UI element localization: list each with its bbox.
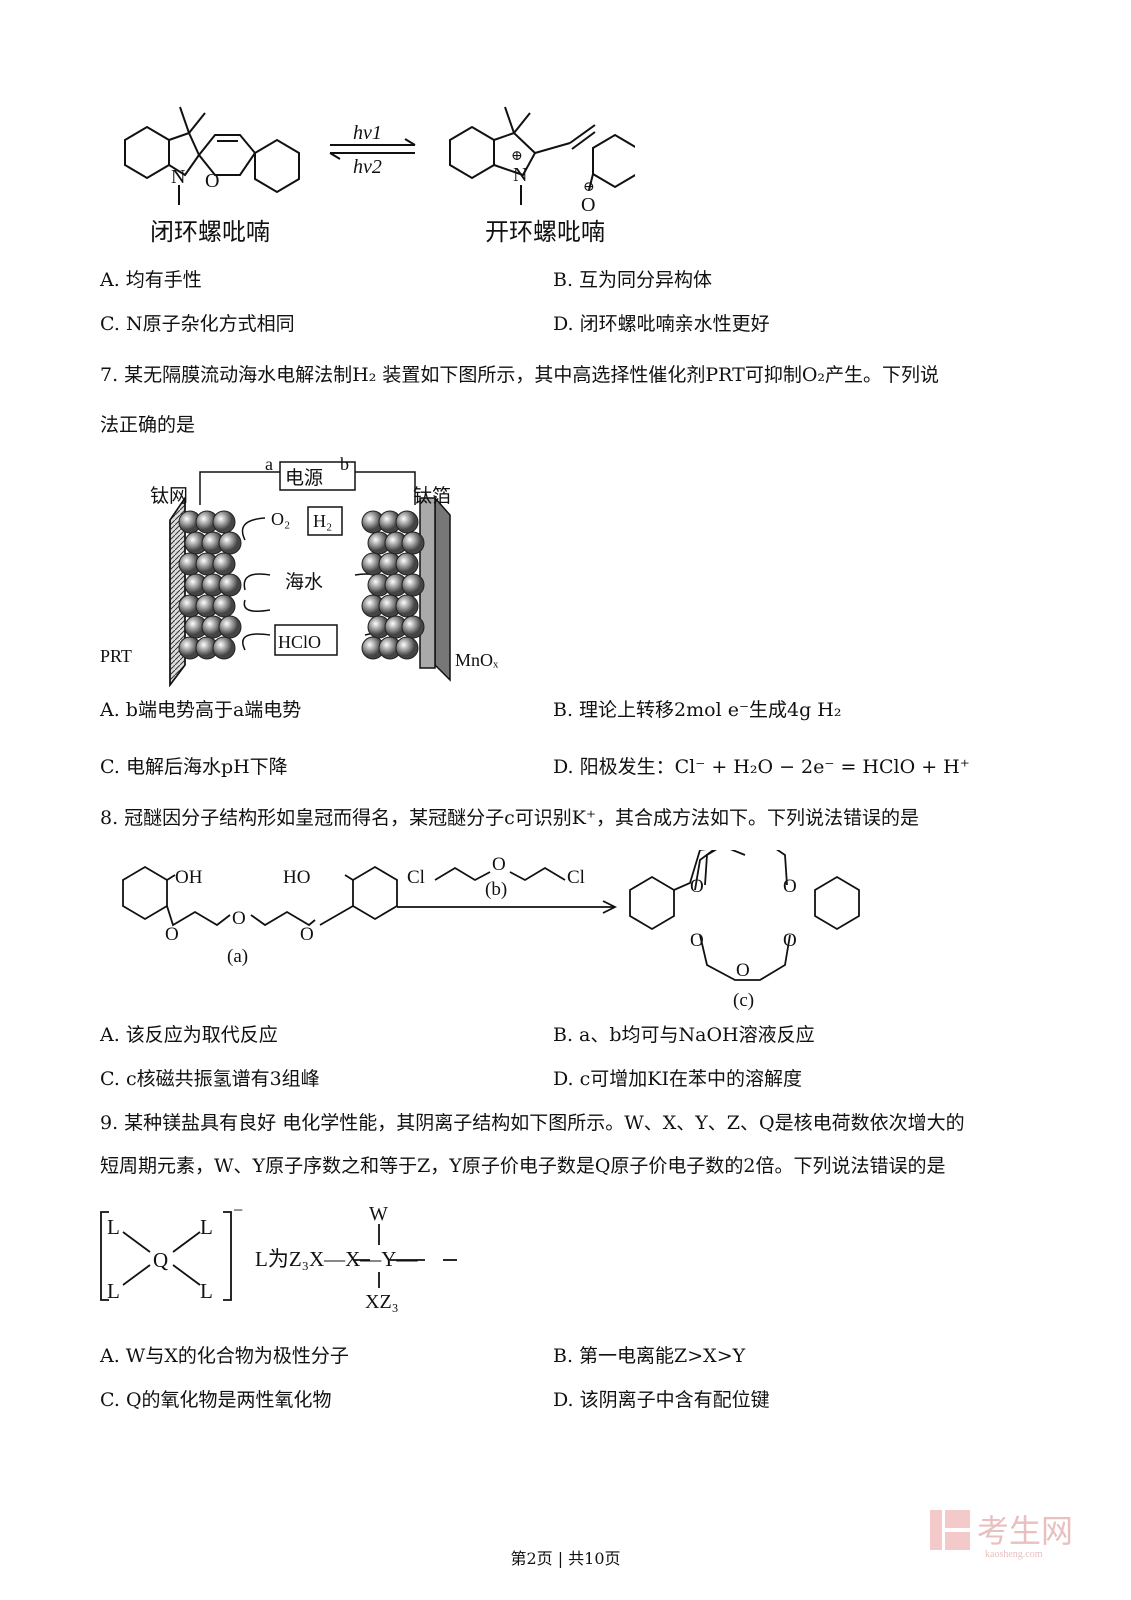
catalyst-particle xyxy=(218,615,242,639)
ligand-definition: L为Z₃X—X—Y— xyxy=(255,1247,418,1271)
catalyst-particle xyxy=(218,573,242,597)
catalyst-particle xyxy=(401,615,425,639)
oxygen-label: O xyxy=(300,924,314,945)
electrolysis-apparatus-diagram: a b 电源 钛网 钛箔 O₂ H₂ 海水 HClO PRT MnOₓ xyxy=(100,454,499,688)
compound-a-label: (a) xyxy=(227,946,248,967)
terminal-b-label: b xyxy=(340,454,349,474)
svg-text:O: O xyxy=(581,194,595,216)
catalyst-particle xyxy=(401,573,425,597)
center-atom-q: Q xyxy=(153,1248,168,1272)
q9-stem-line1: 9. 某种镁盐具有良好 电化学性能，其阴离子结构如下图所示。W、X、Y、Z、Q是… xyxy=(100,1112,965,1134)
mnox-label: MnOₓ xyxy=(455,650,499,670)
q8-option-a[interactable]: A. 该反应为取代反应 xyxy=(100,1024,278,1046)
xz3-label: XZ₃ xyxy=(365,1291,399,1313)
q7-option-d[interactable]: D. 阳极发生：Cl⁻ + H₂O − 2e⁻ = HClO + H⁺ xyxy=(553,756,970,778)
catalyst-particle xyxy=(212,552,236,576)
catalyst-particle xyxy=(401,531,425,555)
ho-label: HO xyxy=(283,867,310,888)
q7-stem-line1: 7. 某无隔膜流动海水电解法制H₂ 装置如下图所示，其中高选择性催化剂PRT可抑… xyxy=(100,364,940,386)
q9-stem-line2: 短周期元素，W、Y原子序数之和等于Z，Y原子价电子数是Q原子价电子数的2倍。下列… xyxy=(100,1155,946,1177)
q6-option-b[interactable]: B. 互为同分异构体 xyxy=(553,269,713,291)
oxygen-label: O xyxy=(165,924,179,945)
crown-ether-synthesis-diagram: OH HO O O O (a) Cl O Cl (b) O O O O O (c… xyxy=(122,850,860,1011)
arrow-label-bottom: hν2 xyxy=(353,156,382,178)
oxygen-label: O xyxy=(492,854,506,875)
page-footer: 第2页 | 共10页 xyxy=(510,1549,621,1568)
hclo-label: HClO xyxy=(278,632,321,652)
catalyst-particle xyxy=(395,552,419,576)
titanium-mesh-label: 钛网 xyxy=(150,485,188,507)
oxygen-label: O xyxy=(232,908,246,929)
power-source-label: 电源 xyxy=(285,467,323,489)
compound-c-label: (c) xyxy=(733,990,754,1011)
q8-option-c[interactable]: C. c核磁共振氢谱有3组峰 xyxy=(100,1068,320,1090)
terminal-a-label: a xyxy=(265,454,273,474)
compound-b-label: (b) xyxy=(485,879,507,900)
spiropyran-equilibrium-diagram: N O N ⊕ O ⊖ hν1 hν2 闭环螺吡喃 开环螺吡喃 xyxy=(124,106,635,246)
oh-label: OH xyxy=(175,867,203,888)
q7-option-b[interactable]: B. 理论上转移2mol e⁻生成4g H₂ xyxy=(553,699,842,721)
q8-option-b[interactable]: B. a、b均可与NaOH溶液反应 xyxy=(553,1024,815,1046)
anion-structure-diagram: L L L L Q − L为Z₃X—X—Y— W XZ₃ xyxy=(100,1200,457,1313)
catalyst-particle xyxy=(212,594,236,618)
catalyst-particle xyxy=(395,594,419,618)
oxygen-label: O xyxy=(736,960,750,981)
svg-text:N: N xyxy=(513,164,527,186)
open-ring-label: 开环螺吡喃 xyxy=(485,219,605,246)
svg-text:⊕: ⊕ xyxy=(511,149,523,164)
catalyst-particle xyxy=(395,510,419,534)
q7-option-a[interactable]: A. b端电势高于a端电势 xyxy=(100,699,302,721)
q8-stem: 8. 冠醚因分子结构形如皇冠而得名，某冠醚分子c可识别K⁺，其合成方法如下。下列… xyxy=(100,807,920,829)
q8-option-d[interactable]: D. c可增加KI在苯中的溶解度 xyxy=(553,1068,802,1090)
svg-text:O: O xyxy=(205,170,219,192)
seawater-label: 海水 xyxy=(285,571,323,593)
watermark-url: kaosheng.com xyxy=(985,1549,1043,1560)
catalyst-particle xyxy=(218,531,242,555)
ligand-label: L xyxy=(200,1279,213,1303)
q6-option-a[interactable]: A. 均有手性 xyxy=(100,269,202,291)
chlorine-label: Cl xyxy=(567,867,585,888)
chlorine-label: Cl xyxy=(407,867,425,888)
svg-text:⊖: ⊖ xyxy=(583,180,595,195)
charge-label: − xyxy=(233,1200,243,1220)
q7-option-c[interactable]: C. 电解后海水pH下降 xyxy=(100,756,288,778)
arrow-label-top: hν1 xyxy=(353,122,382,144)
watermark-text: 考生网 xyxy=(977,1513,1073,1549)
kaosheng-watermark-logo: 考生网 kaosheng.com xyxy=(930,1510,1073,1560)
q6-option-c[interactable]: C. N原子杂化方式相同 xyxy=(100,313,295,335)
ligand-label: L xyxy=(107,1215,120,1239)
catalyst-particle xyxy=(212,510,236,534)
q9-option-d[interactable]: D. 该阴离子中含有配位键 xyxy=(553,1389,770,1411)
q9-option-a[interactable]: A. W与X的化合物为极性分子 xyxy=(100,1345,349,1367)
q6-option-d[interactable]: D. 闭环螺吡喃亲水性更好 xyxy=(553,313,770,335)
oxygen-label: O xyxy=(783,930,797,951)
ligand-label: L xyxy=(107,1279,120,1303)
catalyst-particle xyxy=(212,636,236,660)
svg-text:N: N xyxy=(171,166,185,188)
q9-option-b[interactable]: B. 第一电离能Z>X>Y xyxy=(553,1345,746,1367)
prt-label: PRT xyxy=(100,646,132,666)
q7-stem-line2: 法正确的是 xyxy=(100,414,196,436)
oxygen-label: O xyxy=(783,876,797,897)
h2-label: H₂ xyxy=(313,511,332,531)
closed-ring-label: 闭环螺吡喃 xyxy=(150,219,270,246)
oxygen-label: O xyxy=(690,876,704,897)
oxygen-label: O xyxy=(690,930,704,951)
w-label: W xyxy=(369,1203,388,1225)
q9-option-c[interactable]: C. Q的氧化物是两性氧化物 xyxy=(100,1389,332,1411)
titanium-foil-label: 钛箔 xyxy=(413,485,451,507)
catalyst-particle xyxy=(395,636,419,660)
o2-label: O₂ xyxy=(271,509,290,529)
ligand-label: L xyxy=(200,1215,213,1239)
